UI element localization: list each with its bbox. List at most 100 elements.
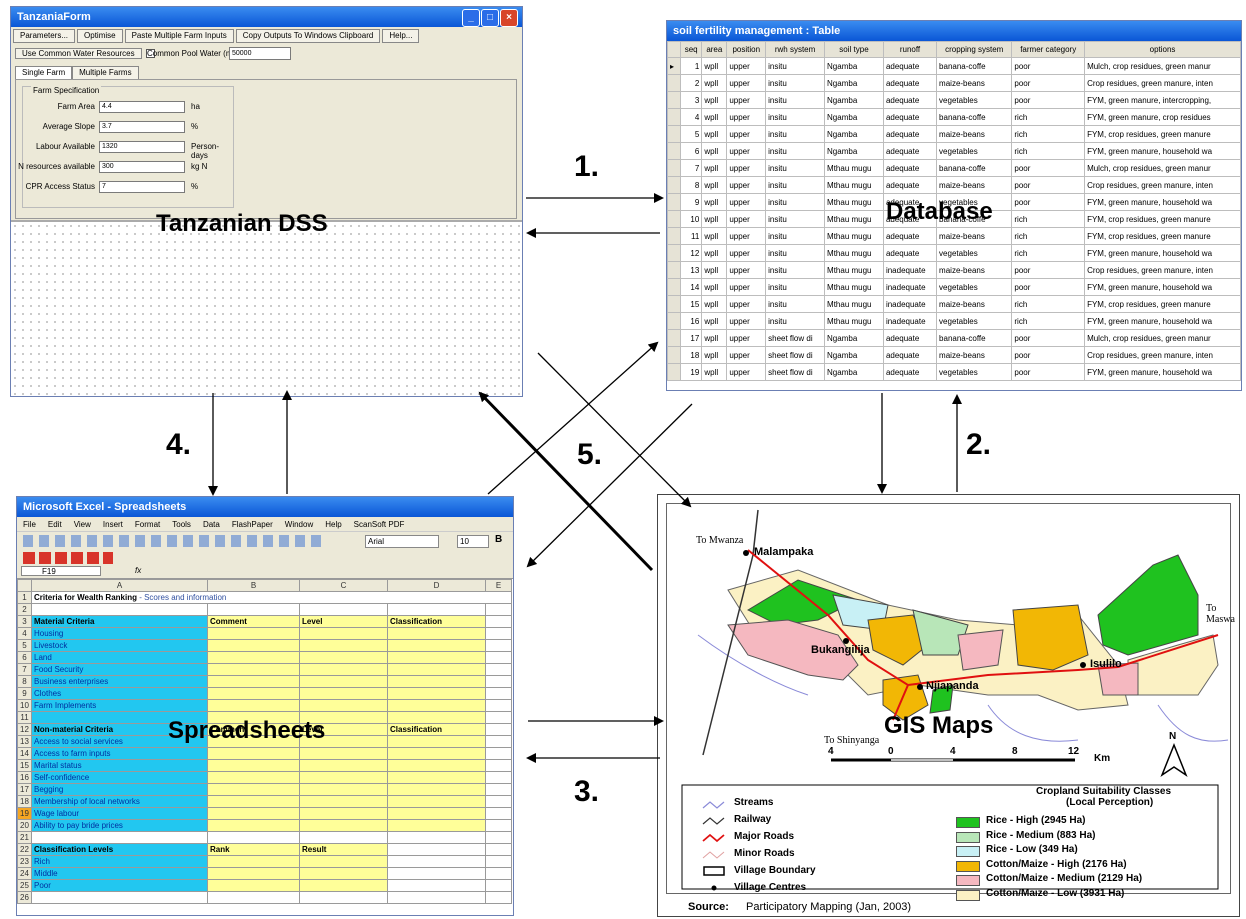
- db-cell[interactable]: 10: [679, 210, 703, 228]
- excel-cell[interactable]: [299, 603, 388, 616]
- db-cell[interactable]: upper: [726, 125, 767, 143]
- excel-cell[interactable]: [299, 627, 388, 640]
- excel-cell[interactable]: [485, 615, 512, 628]
- db-cell[interactable]: poor: [1011, 193, 1086, 211]
- excel-cell[interactable]: [207, 699, 300, 712]
- excel-cell[interactable]: [387, 747, 486, 760]
- excel-cell[interactable]: [485, 807, 512, 820]
- excel-cell[interactable]: [299, 687, 388, 700]
- db-cell[interactable]: Ngamba: [824, 108, 884, 126]
- db-cell[interactable]: maize-beans: [936, 176, 1013, 194]
- db-cell[interactable]: wpll: [701, 278, 728, 296]
- excel-cell[interactable]: Comment: [207, 615, 300, 628]
- excel-menu-item[interactable]: Data: [202, 519, 220, 529]
- db-column-header[interactable]: cropping system: [936, 41, 1013, 58]
- db-cell[interactable]: adequate: [882, 244, 938, 262]
- excel-cell[interactable]: [387, 675, 486, 688]
- excel-cell[interactable]: Rich: [31, 855, 208, 868]
- db-cell[interactable]: wpll: [701, 261, 728, 279]
- minimize-button[interactable]: _: [462, 9, 480, 27]
- db-cell[interactable]: banana-coffe: [936, 329, 1013, 347]
- db-cell[interactable]: wpll: [701, 363, 728, 381]
- db-cell[interactable]: upper: [726, 261, 767, 279]
- db-cell[interactable]: insitu: [765, 108, 826, 126]
- db-cell[interactable]: wpll: [701, 346, 728, 364]
- db-row-selector[interactable]: [667, 278, 681, 296]
- db-cell[interactable]: wpll: [701, 193, 728, 211]
- db-cell[interactable]: insitu: [765, 227, 826, 245]
- db-cell[interactable]: wpll: [701, 91, 728, 109]
- excel-cell[interactable]: Middle: [31, 867, 208, 880]
- db-row-selector[interactable]: [667, 125, 681, 143]
- db-cell[interactable]: 14: [679, 278, 703, 296]
- db-cell[interactable]: Mthau mugu: [824, 312, 884, 330]
- db-column-header[interactable]: soil type: [824, 41, 884, 58]
- db-cell[interactable]: upper: [726, 193, 767, 211]
- db-cell[interactable]: adequate: [882, 125, 938, 143]
- excel-cell[interactable]: [485, 771, 512, 784]
- excel-column-header[interactable]: D: [387, 579, 486, 592]
- excel-cell[interactable]: [387, 699, 486, 712]
- excel-cell[interactable]: Self-confidence: [31, 771, 208, 784]
- format-icons[interactable]: [23, 552, 113, 564]
- db-cell[interactable]: vegetables: [936, 312, 1013, 330]
- excel-cell[interactable]: [485, 759, 512, 772]
- excel-cell[interactable]: [299, 771, 388, 784]
- excel-menu-item[interactable]: Format: [134, 519, 161, 529]
- excel-row-number[interactable]: 18: [17, 795, 32, 808]
- db-cell[interactable]: wpll: [701, 125, 728, 143]
- db-cell[interactable]: 16: [679, 312, 703, 330]
- excel-cell[interactable]: Housing: [31, 627, 208, 640]
- db-cell[interactable]: upper: [726, 329, 767, 347]
- db-cell[interactable]: insitu: [765, 295, 826, 313]
- db-cell[interactable]: wpll: [701, 57, 728, 75]
- excel-cell[interactable]: [299, 639, 388, 652]
- excel-cell[interactable]: Clothes: [31, 687, 208, 700]
- db-cell[interactable]: inadequate: [882, 261, 938, 279]
- excel-cell[interactable]: Livestock: [31, 639, 208, 652]
- excel-cell[interactable]: [299, 795, 388, 808]
- db-cell[interactable]: insitu: [765, 244, 826, 262]
- db-cell[interactable]: Mthau mugu: [824, 159, 884, 177]
- db-row-selector[interactable]: [667, 193, 681, 211]
- db-cell[interactable]: sheet flow di: [765, 329, 826, 347]
- db-cell[interactable]: sheet flow di: [765, 346, 826, 364]
- db-cell[interactable]: upper: [726, 91, 767, 109]
- excel-cell[interactable]: [485, 891, 512, 904]
- db-cell[interactable]: vegetables: [936, 278, 1013, 296]
- excel-row-number[interactable]: 25: [17, 879, 32, 892]
- excel-row-number[interactable]: 13: [17, 735, 32, 748]
- db-cell[interactable]: banana-coffe: [936, 159, 1013, 177]
- db-cell[interactable]: rich: [1011, 312, 1086, 330]
- excel-cell[interactable]: [387, 879, 486, 892]
- db-cell[interactable]: poor: [1011, 261, 1086, 279]
- excel-row-number[interactable]: 19: [17, 807, 32, 820]
- db-cell[interactable]: poor: [1011, 91, 1086, 109]
- excel-cell[interactable]: [387, 651, 486, 664]
- db-cell[interactable]: maize-beans: [936, 261, 1013, 279]
- db-cell[interactable]: Ngamba: [824, 125, 884, 143]
- name-box[interactable]: F19: [21, 566, 101, 576]
- excel-cell[interactable]: Membership of local networks: [31, 795, 208, 808]
- excel-cell[interactable]: [299, 807, 388, 820]
- excel-cell[interactable]: [387, 663, 486, 676]
- db-cell[interactable]: Mthau mugu: [824, 261, 884, 279]
- excel-cell[interactable]: [207, 627, 300, 640]
- excel-row-number[interactable]: 17: [17, 783, 32, 796]
- db-row-selector[interactable]: [667, 346, 681, 364]
- db-cell[interactable]: vegetables: [936, 142, 1013, 160]
- db-row-selector[interactable]: [667, 176, 681, 194]
- excel-cell[interactable]: [485, 711, 512, 724]
- excel-cell[interactable]: [299, 699, 388, 712]
- db-cell[interactable]: Mthau mugu: [824, 278, 884, 296]
- db-cell[interactable]: 2: [679, 74, 703, 92]
- excel-cell[interactable]: [387, 807, 486, 820]
- db-cell[interactable]: adequate: [882, 363, 938, 381]
- excel-cell[interactable]: [207, 675, 300, 688]
- excel-cell[interactable]: [387, 735, 486, 748]
